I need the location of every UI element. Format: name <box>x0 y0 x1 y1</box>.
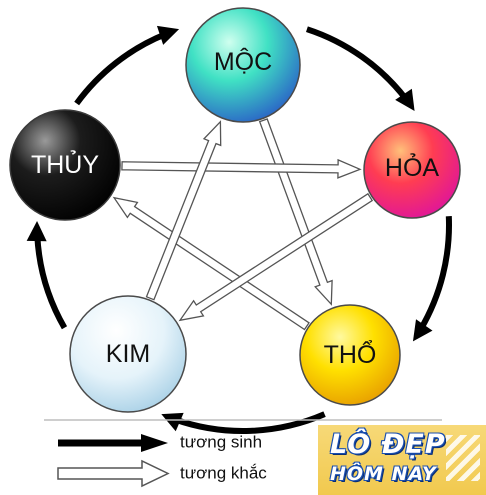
node-hoa: HỎA <box>363 121 461 219</box>
overcoming-arrow-moc-to-tho <box>258 118 333 306</box>
generating-arrowhead-tho <box>412 319 433 342</box>
logo-stripes <box>446 435 480 481</box>
node-moc-label: MỘC <box>214 47 272 76</box>
legend-overcoming: tương khắc <box>57 459 267 488</box>
overcoming-arrow-thuy-to-hoa <box>121 158 362 179</box>
node-thuy-label: THỦY <box>31 149 99 179</box>
generating-arc-kim-to-thuy <box>34 235 68 330</box>
logo-line-1: LÔ ĐẸP <box>330 429 446 460</box>
logo-lo-dep-hom-nay: LÔ ĐẸP HÔM NAY <box>318 425 486 495</box>
generating-arc-moc-to-hoa <box>305 26 409 102</box>
legend-overcoming-label: tương khắc <box>180 464 267 483</box>
generating-arc-hoa-to-tho <box>418 216 452 331</box>
overcoming-arrow-hoa-to-kim <box>178 192 374 322</box>
generating-arc-thuy-to-moc <box>74 31 167 106</box>
node-kim: KIM <box>69 295 187 413</box>
generating-arrowhead-thuy <box>26 221 47 242</box>
overcoming-arrow-kim-to-moc <box>145 120 222 301</box>
node-moc: MỘC <box>185 7 301 123</box>
node-tho-label: THỔ <box>324 339 377 369</box>
legend-hollow-arrow <box>57 459 170 488</box>
generating-arrowhead-moc <box>156 25 180 45</box>
generating-arrowhead-hoa <box>395 88 415 111</box>
node-thuy: THỦY <box>9 109 121 221</box>
generating-arrowhead-kim <box>161 412 184 432</box>
node-tho: THỔ <box>299 304 401 406</box>
node-hoa-label: HỎA <box>385 152 440 182</box>
node-kim-label: KIM <box>106 340 150 368</box>
logo-line-2: HÔM NAY <box>330 463 437 485</box>
legend-generating: tương sinh <box>58 433 262 452</box>
generating-arc-tho-to-kim <box>173 411 326 434</box>
overcoming-arrow-tho-to-thuy <box>112 196 310 331</box>
legend-generating-label: tương sinh <box>180 433 262 452</box>
legend-solid-arrow-head <box>141 434 168 452</box>
overcoming-star-arrows <box>112 118 374 331</box>
